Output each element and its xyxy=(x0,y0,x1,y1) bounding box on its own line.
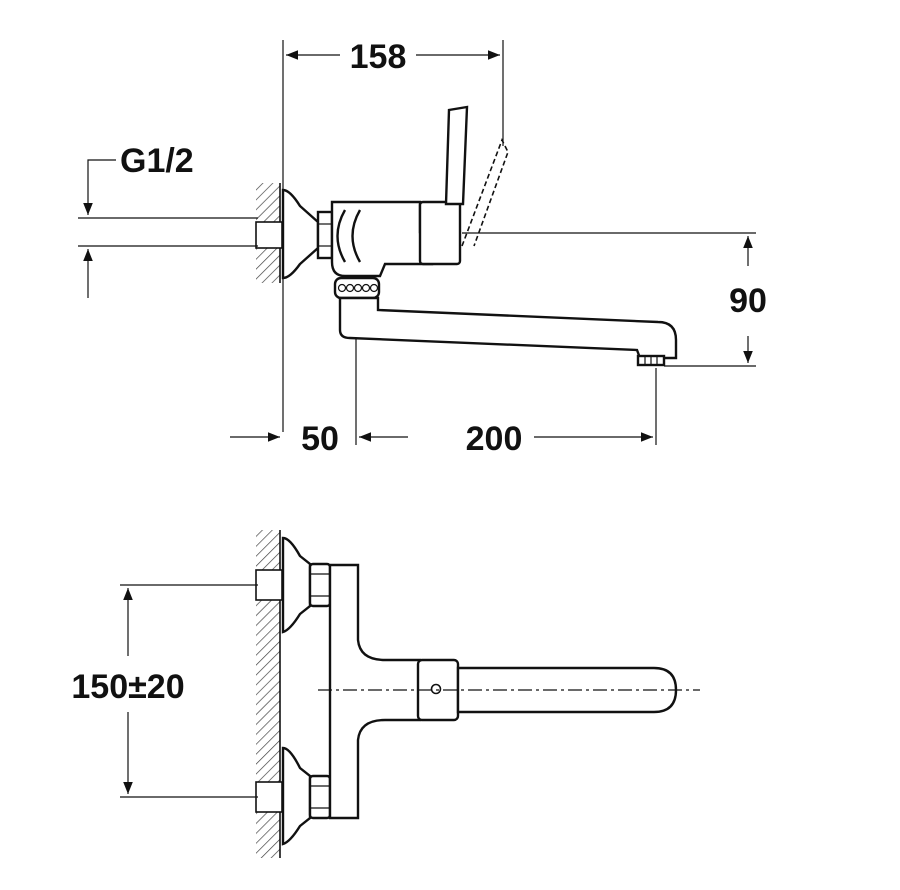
union-nut-top-upper xyxy=(308,562,332,608)
swivel-collar xyxy=(333,276,381,300)
top-view: 150±20 xyxy=(71,530,700,858)
dim-50-label: 50 xyxy=(301,420,339,458)
dim-90-label: 90 xyxy=(729,282,767,320)
dimension-90: 90 xyxy=(462,232,767,367)
handle-lever-open xyxy=(461,138,509,247)
dimension-150: 150±20 xyxy=(71,584,258,798)
dim-158-label: 158 xyxy=(350,38,407,76)
escutcheon-side xyxy=(281,188,320,280)
escutcheon-top-lower xyxy=(281,746,312,846)
spout-side xyxy=(338,296,678,360)
side-view: 158 G1/2 90 50 200 xyxy=(78,38,767,458)
valve-body-side xyxy=(330,200,434,278)
dim-150-label: 150±20 xyxy=(71,668,184,706)
inlet-pipe xyxy=(255,221,283,249)
handle-lever xyxy=(444,105,469,206)
dimension-thread: G1/2 xyxy=(78,142,258,298)
dim-200-label: 200 xyxy=(466,420,523,458)
dim-thread-label: G1/2 xyxy=(120,142,194,180)
escutcheon-top-upper xyxy=(281,536,312,634)
valve-body-top xyxy=(328,563,422,820)
union-nut-side xyxy=(316,210,334,260)
dimension-50-200: 50 200 xyxy=(230,338,657,458)
dimension-158: 158 xyxy=(282,38,504,432)
handle-base xyxy=(418,200,462,266)
union-nut-top-lower xyxy=(308,774,332,820)
